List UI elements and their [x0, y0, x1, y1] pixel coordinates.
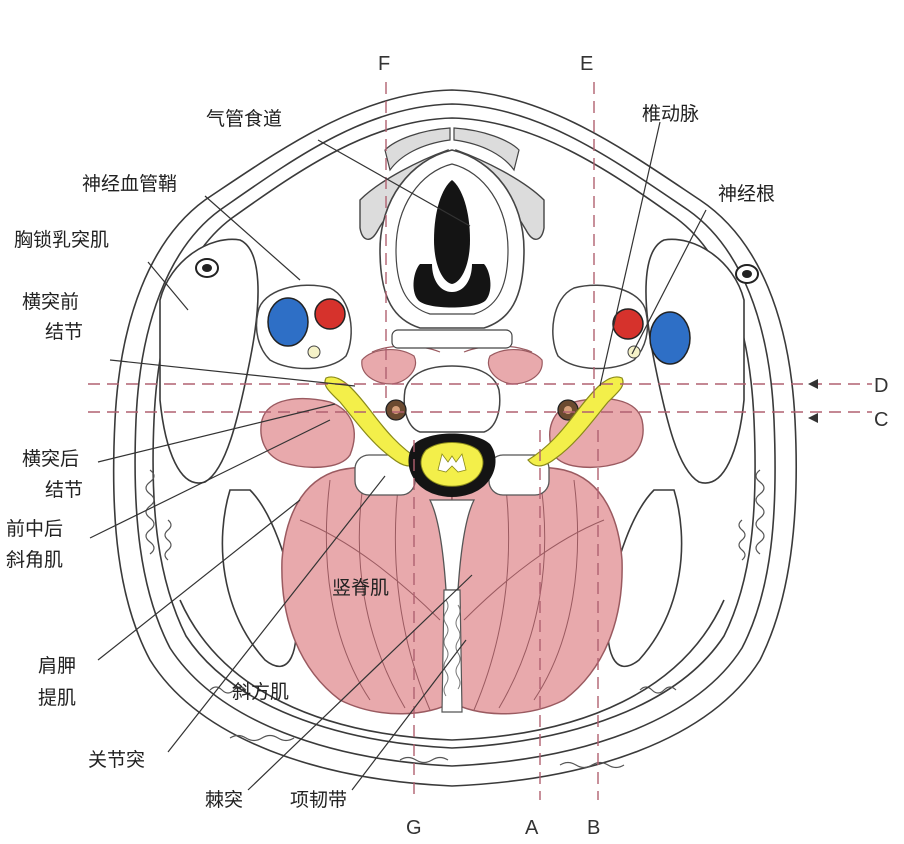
label-posterior-tubercle-2: 结节: [45, 479, 83, 501]
section-label-g: G: [406, 817, 422, 839]
laryngeal-lumen: [434, 180, 470, 284]
arrow-d-icon: [808, 379, 818, 389]
vertebral-body: [403, 365, 501, 433]
strap-muscle-left: [384, 127, 451, 172]
nerve-root-left: [324, 376, 421, 467]
adipose-texture: [145, 469, 765, 769]
section-label-c: C: [874, 409, 888, 431]
label-levator-scapulae-1: 肩胛: [38, 655, 76, 677]
levator-scapulae-left: [221, 489, 298, 667]
label-ligamentum-nuchae: 项韧带: [290, 789, 347, 811]
arrow-c-icon: [808, 413, 818, 423]
section-label-f: F: [378, 53, 390, 75]
neurovascular-sheath-left: [255, 284, 352, 370]
carotid-artery-left: [314, 298, 346, 330]
section-label-b: B: [587, 817, 600, 839]
section-label-a: A: [525, 817, 539, 839]
label-vertebral-artery: 椎动脉: [642, 103, 699, 125]
section-label-d: D: [874, 375, 888, 397]
scalene-left: [260, 397, 355, 469]
internal-jugular-vein-right: [649, 311, 691, 365]
label-trapezius: 斜方肌: [232, 681, 289, 703]
label-levator-scapulae-2: 提肌: [38, 687, 76, 709]
section-lines: [88, 82, 872, 800]
label-scalene-1: 前中后: [6, 518, 63, 540]
vertebral-artery-left: [385, 399, 407, 421]
label-spinous-process: 棘突: [205, 789, 243, 811]
vagus-nerve-right: [627, 345, 641, 359]
pharynx-lumen: [413, 264, 491, 308]
internal-jugular-vein-left: [267, 297, 309, 347]
label-trachea-esophagus: 气管食道: [206, 108, 282, 130]
label-neurovascular-sheath: 神经血管鞘: [82, 173, 177, 195]
external-jugular-right: [735, 264, 759, 284]
carotid-artery-right: [612, 308, 644, 340]
label-articular-process: 关节突: [88, 749, 145, 771]
strap-muscle-right: [453, 127, 520, 172]
levator-scapulae-right: [606, 489, 683, 667]
ligament-texture: [443, 599, 461, 697]
label-nerve-root: 神经根: [718, 183, 775, 205]
nerve-root-right: [527, 376, 624, 467]
section-label-e: E: [580, 53, 593, 75]
label-anterior-tubercle-1: 横突前: [22, 291, 79, 313]
label-scalene-2: 斜角肌: [6, 549, 63, 571]
sternocleidomastoid-left: [159, 238, 259, 484]
label-sternocleidomastoid: 胸锁乳突肌: [14, 229, 109, 251]
prevertebral-space: [391, 329, 513, 349]
label-posterior-tubercle-1: 横突后: [22, 448, 79, 470]
spinal-cord-gray-matter: [437, 453, 467, 473]
neurovascular-sheath-right: [552, 284, 691, 370]
external-jugular-left: [195, 258, 219, 278]
muscle-fiber-lines: [299, 469, 605, 711]
vagus-nerve-left: [307, 345, 321, 359]
sternocleidomastoid-right: [645, 238, 745, 484]
anterior-tubercle-right: [487, 349, 543, 385]
label-anterior-tubercle-2: 结节: [45, 321, 83, 343]
label-erector-spinae: 竖脊肌: [332, 577, 389, 599]
leader-lines: [89, 121, 707, 791]
trapezius-outline: [179, 599, 725, 741]
